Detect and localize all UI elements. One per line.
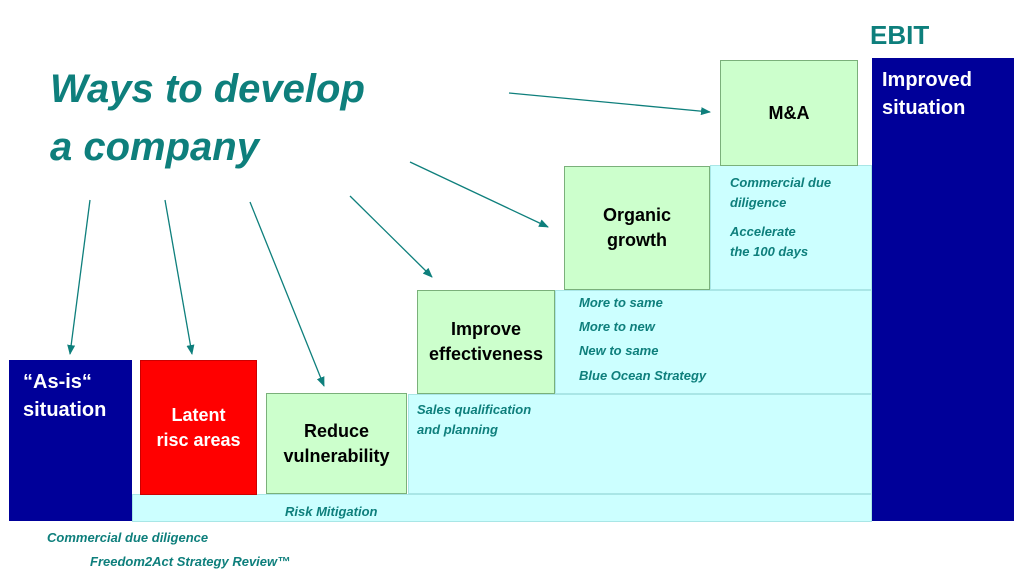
note-more-to-new: More to new (579, 319, 655, 334)
band-growth (555, 290, 872, 394)
organic-growth-box: Organic growth (564, 166, 710, 290)
ebit-label: EBIT (870, 20, 930, 50)
improve-effectiveness-box: Improve effectiveness (417, 290, 555, 394)
note-accelerate: Accelerate the 100 days (730, 224, 809, 259)
arrow-to-reduce (249, 201, 325, 387)
band-sales (408, 394, 872, 494)
improve-effectiveness-label: Improve effectiveness (428, 319, 544, 364)
ma-label: M&A (768, 102, 810, 123)
improved-situation-bar: Improved situation (872, 58, 1014, 521)
ma-box: M&A (720, 60, 858, 166)
note-risk-mitigation: Risk Mitigation (285, 504, 378, 519)
arrow-to-improve (349, 195, 433, 278)
note-new-to-same: New to same (579, 343, 659, 358)
note-more-to-same: More to same (579, 295, 663, 310)
note-commercial-due-diligence-bottom: Commercial due diligence (47, 530, 209, 545)
reduce-vulnerability-box: Reduce vulnerability (266, 393, 407, 494)
arrow-to-latent (164, 199, 195, 355)
organic-growth-label: Organic growth (602, 205, 672, 250)
note-blue-ocean: Blue Ocean Strategy (579, 368, 707, 383)
arrow-to-organic (409, 161, 549, 228)
note-commercial-due-diligence-top: Commercial due diligence (730, 175, 832, 210)
arrow-to-ma (508, 92, 711, 116)
band-risk-mitigation (132, 494, 872, 522)
latent-risk-label: Latent risc areas (156, 404, 241, 450)
band-ma (710, 165, 872, 290)
note-freedom2act: Freedom2Act Strategy Review™ (90, 554, 291, 569)
note-sales-qualification: Sales qualification and planning (417, 402, 532, 437)
reduce-vulnerability-label: Reduce vulnerability (283, 420, 390, 466)
latent-risk-box: Latent risc areas (140, 360, 257, 495)
arrow-to-as-is (67, 199, 91, 355)
as-is-label: “As-is“ situation (23, 371, 107, 421)
as-is-box: “As-is“ situation (9, 360, 132, 521)
page-title: Ways to develop a company (50, 67, 365, 169)
improved-situation-label: Improved situation (882, 69, 973, 119)
